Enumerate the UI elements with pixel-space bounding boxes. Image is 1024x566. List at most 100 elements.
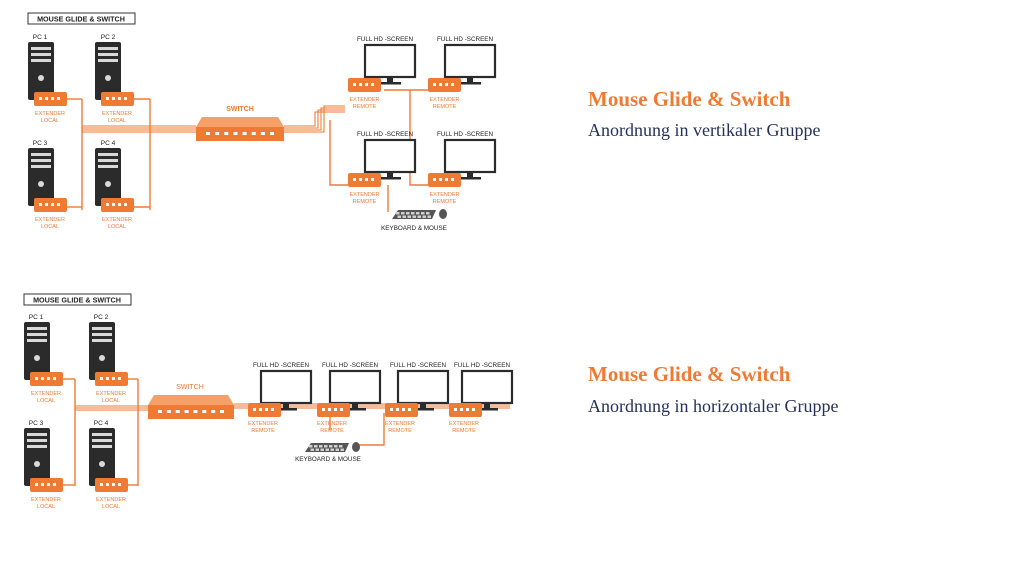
extender-box-icon (449, 403, 482, 417)
extender-box-body (95, 372, 128, 386)
extender-port (454, 408, 457, 411)
extender-port (445, 178, 448, 181)
keyboard-key (411, 212, 415, 215)
extender-port (340, 408, 343, 411)
extender-box-body (449, 403, 482, 417)
extender-port (390, 408, 393, 411)
extender-port (112, 97, 115, 100)
extender-box-body (101, 92, 134, 106)
extender-local-label: LOCAL (108, 118, 126, 124)
extender-remote-label: REMOTE (353, 104, 377, 110)
subtitle-horizontal: Anordnung in horizontaler Gruppe (588, 396, 839, 416)
pc-tower-drive (31, 159, 51, 162)
extender-box-icon (385, 403, 418, 417)
extender-port (472, 408, 475, 411)
extender-port (359, 178, 362, 181)
monitor-foot (344, 408, 366, 411)
extender-port (433, 178, 436, 181)
extender-remote-label: REMOTE (388, 428, 412, 434)
extender-port (365, 83, 368, 86)
extender-box-body (101, 198, 134, 212)
screen-label: FULL HD -SCREEN (253, 362, 310, 369)
extender-box-icon (248, 403, 281, 417)
pc-tower-drive (92, 433, 112, 436)
keyboard-line (355, 413, 385, 446)
extender-box-icon (95, 372, 128, 386)
monitor-icon (363, 138, 417, 180)
extender-box-icon (95, 478, 128, 492)
extender-port (47, 377, 50, 380)
pc-tower-body (95, 148, 121, 206)
extender-local-label: EXTENDER (102, 217, 132, 223)
extender-port (106, 203, 109, 206)
extender-port (322, 408, 325, 411)
extender-port (371, 83, 374, 86)
keyboard-mouse-label: KEYBOARD & MOUSE (381, 225, 447, 232)
monitor-icon (443, 43, 497, 85)
extender-port (35, 483, 38, 486)
monitor-neck (387, 172, 393, 177)
extender-box-body (348, 78, 381, 92)
extender-remote-label: EXTENDER (317, 421, 347, 427)
pc-tower-drive (92, 333, 112, 336)
extender-box-body (95, 478, 128, 492)
extender-port (41, 483, 44, 486)
screen-label: FULL HD -SCREEN (390, 362, 447, 369)
extender-port (53, 377, 56, 380)
extender-local-label: LOCAL (102, 398, 120, 404)
switch-port (166, 410, 171, 413)
monitor-screen (363, 138, 417, 174)
switch-box-front (148, 405, 234, 419)
monitor-icon (460, 369, 514, 411)
extender-port (51, 97, 54, 100)
extender-port (112, 203, 115, 206)
extender-port (253, 408, 256, 411)
monitor-icon (259, 369, 313, 411)
extender-port (124, 97, 127, 100)
extender-local-label: EXTENDER (96, 497, 126, 503)
extender-port (371, 178, 374, 181)
extender-port (451, 83, 454, 86)
keyboard-key (396, 212, 400, 215)
switch-downlink-line (284, 105, 345, 133)
extender-port (53, 483, 56, 486)
pc-tower-power (34, 461, 40, 467)
switch-downlink-line (284, 109, 345, 129)
pc-tower-drive (92, 339, 112, 342)
screen-label: FULL HD -SCREEN (454, 362, 511, 369)
monitor-screen (259, 369, 313, 405)
keyboard-key (412, 215, 416, 218)
pc-tower-body (24, 322, 50, 380)
pc-label: PC 3 (29, 420, 44, 427)
keyboard-key (402, 215, 406, 218)
monitor-neck (467, 77, 473, 82)
keyboard-key (421, 212, 425, 215)
pc-tower-body (89, 322, 115, 380)
extender-port (51, 203, 54, 206)
monitor-foot (379, 82, 401, 85)
pc-tower-icon (28, 42, 54, 100)
extender-port (271, 408, 274, 411)
extender-port (365, 178, 368, 181)
extender-port (45, 203, 48, 206)
keyboard-mouse-icon (305, 442, 360, 452)
extender-port (439, 178, 442, 181)
extender-port (118, 203, 121, 206)
keyboard-key (330, 448, 334, 451)
extender-port (328, 408, 331, 411)
monitor-screen (363, 43, 417, 79)
extender-box-body (317, 403, 350, 417)
extender-box-body (348, 173, 381, 187)
keyboard-key (314, 445, 318, 448)
keyboard-key (417, 215, 421, 218)
extender-box-icon (428, 173, 461, 187)
monitor-neck (420, 403, 426, 408)
diagram-title: MOUSE GLIDE & SWITCH (33, 296, 121, 305)
keyboard-key (416, 212, 420, 215)
extender-local-label: LOCAL (37, 398, 55, 404)
pc-tower-drive (27, 339, 47, 342)
extender-remote-label: EXTENDER (350, 97, 380, 103)
pc-tower-icon (89, 322, 115, 380)
keyboard-key (329, 445, 333, 448)
pc-tower-drive (27, 433, 47, 436)
